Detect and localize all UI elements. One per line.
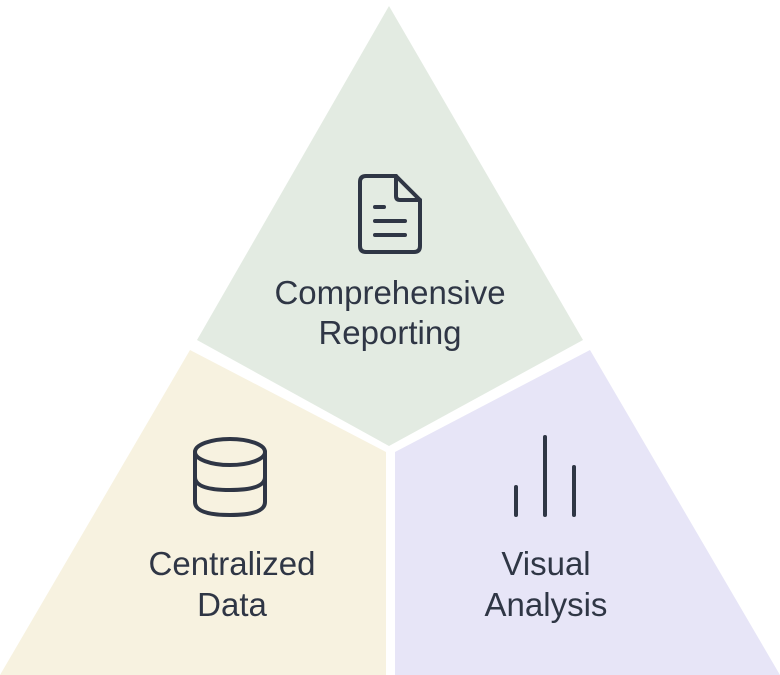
segment-comprehensive-reporting: Comprehensive Reporting (197, 6, 583, 446)
segment-left-label-line2: Data (197, 586, 267, 623)
segment-right-shape (395, 350, 780, 675)
segment-top-label-line1: Comprehensive (274, 274, 505, 311)
segment-centralized-data: Centralized Data (0, 350, 386, 675)
segment-right-label-line1: Visual (501, 545, 590, 582)
segment-top-label-line2: Reporting (318, 314, 461, 351)
segment-left-label-line1: Centralized (149, 545, 316, 582)
segment-visual-analysis: Visual Analysis (395, 350, 780, 675)
segment-right-label-line2: Analysis (485, 586, 608, 623)
segment-left-shape (0, 350, 386, 675)
document-icon (358, 174, 422, 254)
bar-chart-icon (514, 435, 576, 517)
segment-top-shape (197, 6, 583, 446)
database-icon (193, 437, 267, 517)
